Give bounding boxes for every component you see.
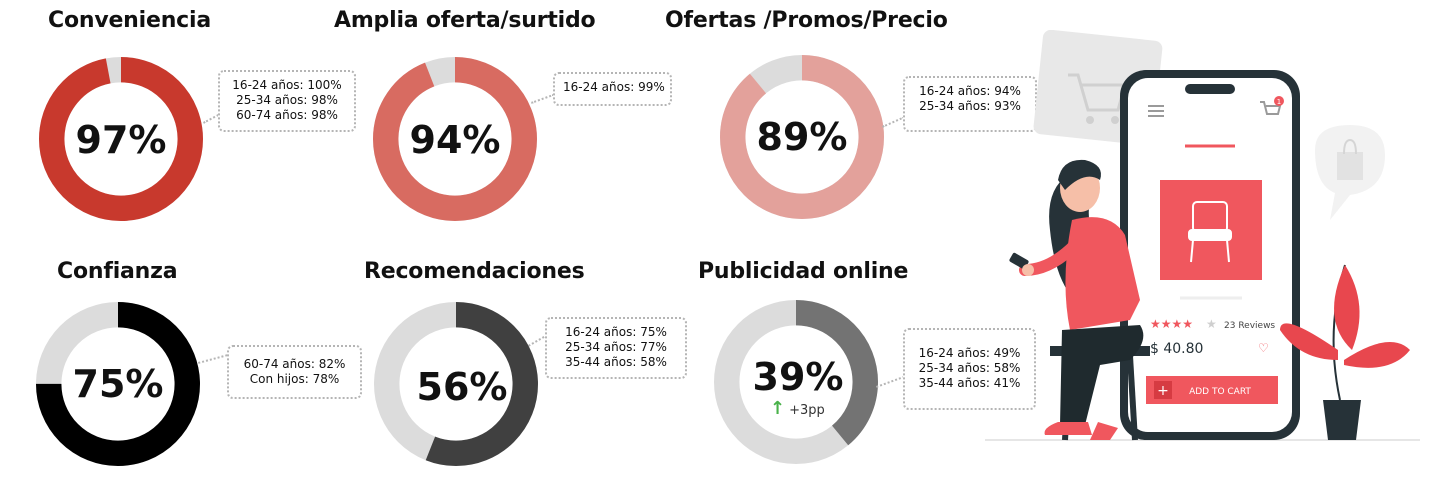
value-label-recomendaciones: 56%: [416, 365, 508, 409]
chart-title-confianza: Confianza: [57, 259, 178, 284]
value-label-conveniencia: 97%: [75, 118, 167, 162]
plant-illustration: [1280, 264, 1410, 440]
chart-title-amplia-oferta: Amplia oferta/surtido: [334, 8, 596, 33]
callout-amplia-oferta: 16-24 años: 99%: [553, 72, 672, 106]
donut-value-arc: [372, 56, 538, 222]
value-label-confianza: 75%: [72, 362, 164, 406]
chart-title-publicidad-online: Publicidad online: [698, 259, 909, 284]
breakdown-item: 25-34 años: 93%: [919, 99, 1021, 113]
cart-icon[interactable]: 1: [1260, 96, 1284, 115]
callout-ofertas-promos-precio: 16-24 años: 94%25-34 años: 93%: [903, 76, 1037, 132]
chart-title-recomendaciones: Recomendaciones: [364, 259, 585, 284]
breakdown-item: 25-34 años: 58%: [918, 361, 1021, 375]
price-label: $ 40.80: [1150, 341, 1203, 357]
star-icon: ★★★★: [1150, 317, 1193, 331]
donut-value-arc: [713, 299, 879, 465]
donut-value-arc: [35, 301, 201, 467]
change-indicator: ↑+3pp: [770, 398, 825, 419]
heart-icon[interactable]: ♡: [1258, 341, 1269, 355]
breakdown-item: 16-24 años: 99%: [563, 80, 665, 94]
shopping-bag-icon: [1315, 125, 1385, 220]
change-label: +3pp: [789, 403, 825, 418]
callout-recomendaciones: 16-24 años: 75%25-34 años: 77%35-44 años…: [545, 317, 687, 379]
value-label-publicidad-online: 39%: [752, 355, 844, 399]
donut-chart-recomendaciones: [373, 301, 539, 467]
chair-icon: [1188, 201, 1232, 263]
star-icon: ★: [1206, 317, 1217, 331]
woman-illustration: [1009, 159, 1144, 440]
chart-title-ofertas-promos-precio: Ofertas /Promos/Precio: [665, 8, 948, 33]
reviews-label: 23 Reviews: [1224, 321, 1275, 331]
breakdown-item: 35-44 años: 41%: [918, 376, 1021, 390]
menu-icon: [1148, 105, 1164, 117]
donut-chart-conveniencia: [38, 56, 204, 222]
breakdown-item: 16-24 años: 75%: [565, 325, 667, 339]
value-label-ofertas-promos-precio: 89%: [756, 115, 848, 159]
callout-confianza: 60-74 años: 82%Con hijos: 78%: [227, 345, 362, 399]
phone-mockup: 1 ★★★★ ★ 23 Reviews $ 40.80 ♡ + ADD TO C…: [1120, 70, 1300, 440]
donut-value-arc: [38, 56, 204, 222]
star-rating: ★★★★ ★: [1150, 317, 1217, 331]
cart-badge: 1: [1277, 98, 1281, 106]
breakdown-item: 35-44 años: 58%: [565, 355, 667, 369]
add-to-cart-label: ADD TO CART: [1189, 387, 1251, 397]
donut-chart-amplia-oferta: [372, 56, 538, 222]
breakdown-item: Con hijos: 78%: [249, 372, 340, 386]
callout-connector: [882, 116, 905, 128]
breakdown-item: 16-24 años: 49%: [918, 346, 1021, 360]
donut-chart-ofertas-promos-precio: [719, 54, 885, 220]
shopping-illustration: 1 ★★★★ ★ 23 Reviews $ 40.80 ♡ + ADD TO C…: [985, 30, 1420, 441]
donut-chart-publicidad-online: [713, 299, 879, 465]
value-label-amplia-oferta: 94%: [409, 118, 501, 162]
donut-chart-confianza: [35, 301, 201, 467]
breakdown-item: 16-24 años: 100%: [232, 78, 342, 92]
arrow-up-icon: ↑: [770, 398, 786, 419]
breakdown-item: 60-74 años: 82%: [243, 357, 346, 371]
callout-connector: [198, 354, 228, 364]
donut-value-arc: [719, 54, 885, 220]
breakdown-item: 60-74 años: 98%: [236, 108, 338, 122]
breakdown-item: 16-24 años: 94%: [919, 84, 1021, 98]
callout-conveniencia: 16-24 años: 100%25-34 años: 98%60-74 año…: [218, 70, 356, 132]
add-to-cart-button[interactable]: + ADD TO CART: [1146, 376, 1278, 404]
chart-title-conveniencia: Conveniencia: [48, 8, 211, 33]
donut-value-arc: [373, 301, 539, 467]
callout-publicidad-online: 16-24 años: 49%25-34 años: 58%35-44 años…: [903, 328, 1036, 410]
callout-connector: [876, 375, 905, 388]
breakdown-item: 25-34 años: 77%: [565, 340, 667, 354]
breakdown-item: 25-34 años: 98%: [236, 93, 338, 107]
plus-icon: +: [1157, 383, 1169, 399]
